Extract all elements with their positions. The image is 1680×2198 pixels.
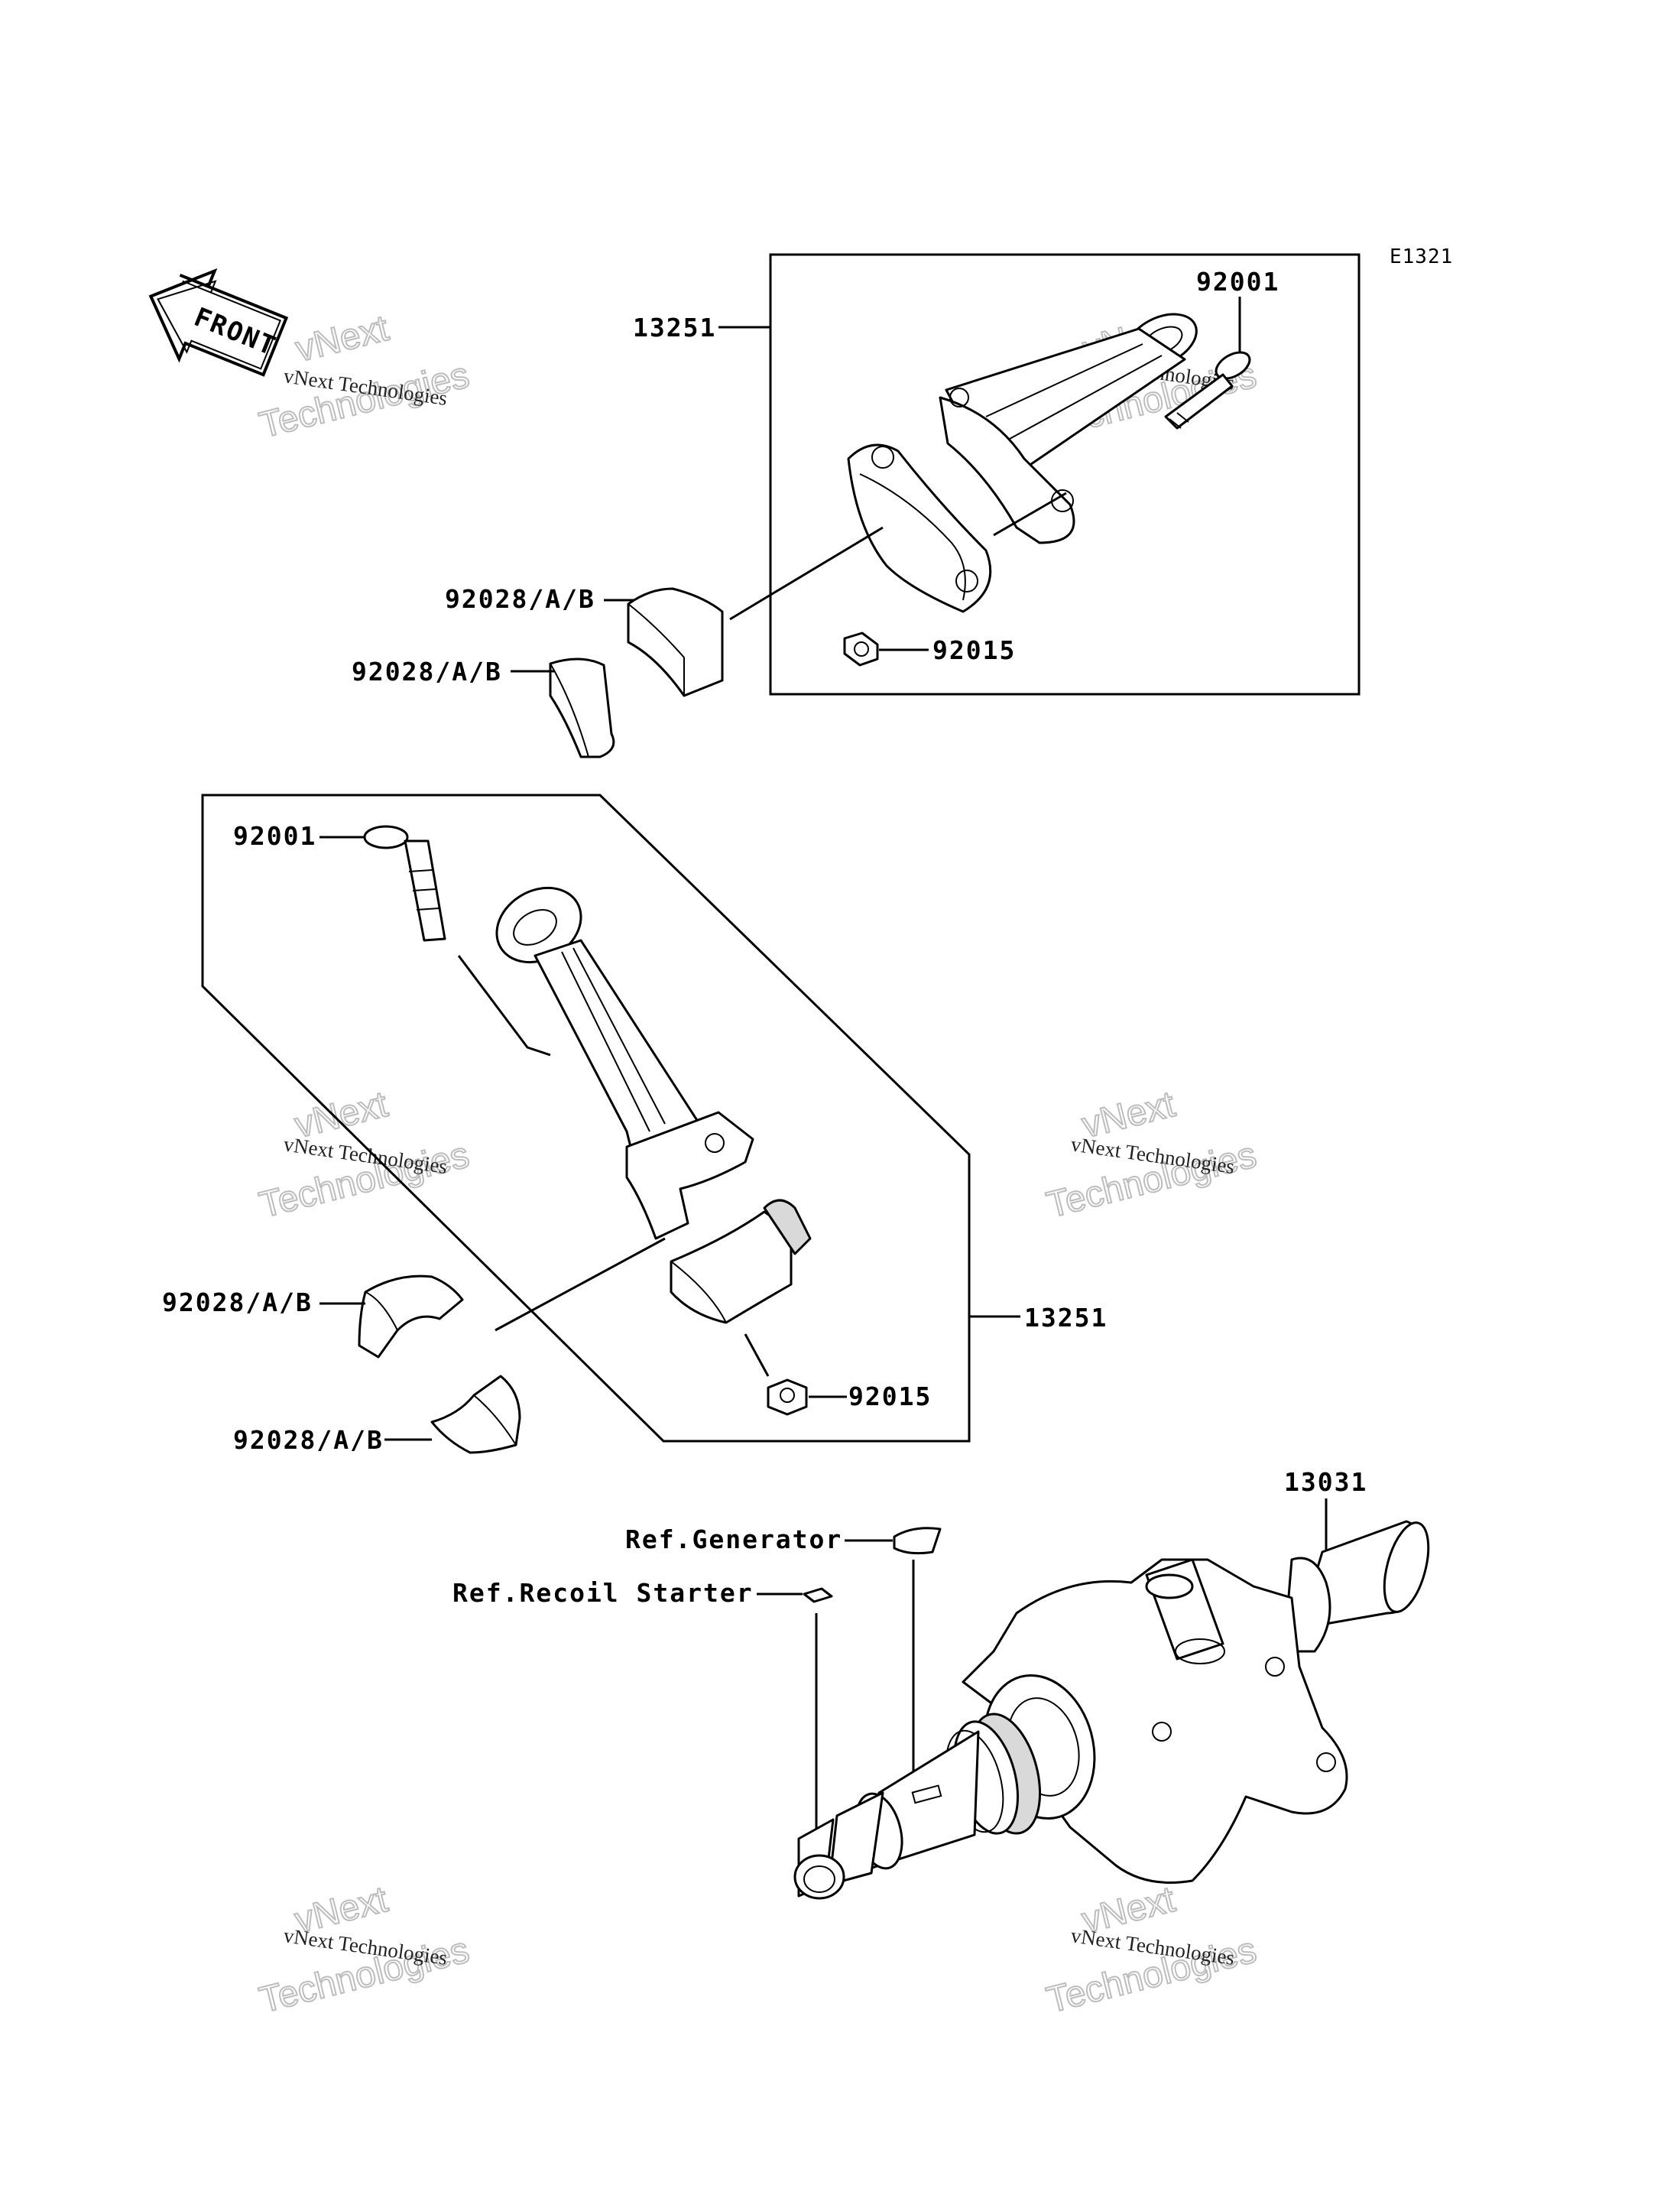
callout-ref-recoil-starter: Ref.Recoil Starter [452, 1578, 754, 1608]
callout-ref-generator: Ref.Generator [625, 1524, 842, 1554]
callout-13031: 13031 [1284, 1467, 1367, 1497]
callout-92015-lower: 92015 [848, 1381, 932, 1411]
lower-nut [767, 1378, 808, 1416]
lower-assembly-box [201, 794, 971, 1443]
upper-assembly-box [769, 253, 1361, 696]
upper-connecting-rod [939, 313, 1198, 544]
callout-92028-upper-2: 92028/A/B [352, 657, 502, 687]
callout-13251-lower: 13251 [1024, 1303, 1108, 1333]
lower-rod-cap [670, 1199, 812, 1324]
woodruff-key-generator [893, 1527, 942, 1555]
callout-92028-lower-1: 92028/A/B [162, 1287, 313, 1317]
callout-92015-upper: 92015 [932, 635, 1016, 665]
callout-13251-upper: 13251 [633, 313, 716, 343]
callout-92001-lower: 92001 [233, 821, 316, 851]
lower-bearing-2 [430, 1375, 521, 1454]
front-arrow-icon: FRONT [148, 268, 289, 377]
lower-bearing-1 [358, 1274, 464, 1359]
lower-bolt [363, 825, 446, 942]
upper-rod-cap [847, 443, 992, 613]
figure-code: E1321 [1390, 245, 1453, 268]
callout-92028-lower-2: 92028/A/B [233, 1425, 384, 1455]
callout-92028-upper-1: 92028/A/B [445, 584, 595, 614]
upper-nut [843, 631, 879, 667]
crankshaft [793, 1520, 1430, 1900]
callout-92001-upper: 92001 [1196, 267, 1279, 297]
lower-connecting-rod [495, 886, 754, 1240]
woodruff-key-recoil-starter [803, 1587, 833, 1603]
upper-bearing-1 [627, 587, 724, 697]
svg-text:vNext: vNext [292, 308, 393, 370]
upper-bolt [1164, 351, 1251, 430]
upper-bearing-2 [549, 657, 615, 758]
